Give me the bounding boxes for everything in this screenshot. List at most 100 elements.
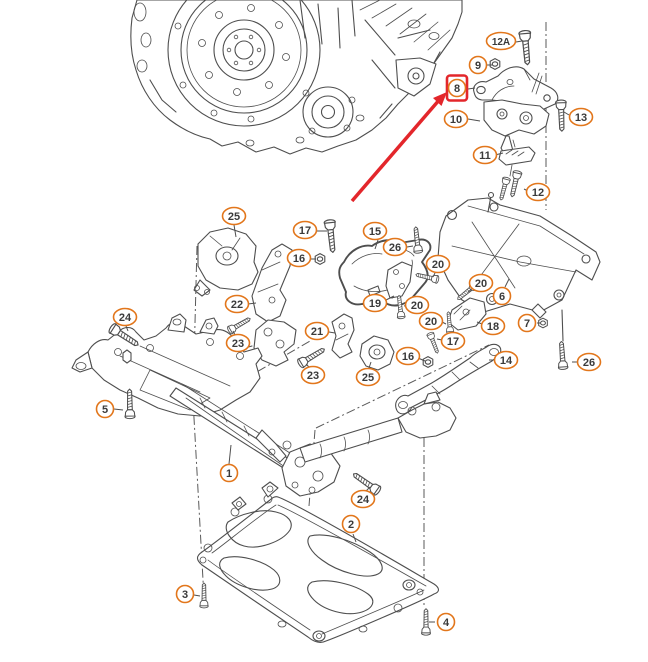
callout-4: 4 <box>429 612 456 632</box>
svg-text:16: 16 <box>402 351 414 363</box>
engine-transmission-drawing <box>130 0 463 155</box>
svg-text:24: 24 <box>119 312 132 324</box>
svg-text:13: 13 <box>575 112 587 124</box>
bolt-17-upper <box>323 218 339 254</box>
callout-20: 20 <box>425 254 451 278</box>
flywheel-bolt-holes <box>174 4 290 123</box>
underbody-plate <box>196 481 440 643</box>
callout-13: 13 <box>563 107 594 127</box>
bolt-3 <box>199 582 209 609</box>
engine-mount-right <box>359 335 395 371</box>
callout-12: 12 <box>523 182 551 202</box>
svg-text:23: 23 <box>232 338 244 350</box>
svg-text:7: 7 <box>524 318 530 330</box>
callout-14: 14 <box>489 350 519 370</box>
bolt-17-lower <box>425 331 442 355</box>
callout-20: 20 <box>467 273 494 293</box>
bolt-23-right <box>295 344 328 370</box>
bolt-12a <box>518 29 534 66</box>
callout-16: 16 <box>286 248 316 268</box>
svg-text:17: 17 <box>299 225 311 237</box>
svg-text:18: 18 <box>487 321 499 333</box>
callout-12A: 12A <box>485 31 523 51</box>
callout-26: 26 <box>382 237 414 257</box>
svg-text:12: 12 <box>532 187 544 199</box>
callout-7: 7 <box>517 313 541 333</box>
svg-text:5: 5 <box>102 404 108 416</box>
bracket-19 <box>385 261 413 299</box>
callout-25: 25 <box>221 206 247 238</box>
svg-text:14: 14 <box>500 355 513 367</box>
callout-24: 24 <box>350 486 376 509</box>
svg-text:20: 20 <box>425 316 437 328</box>
svg-text:26: 26 <box>583 357 595 369</box>
callout-19: 19 <box>362 293 395 313</box>
callout-3: 3 <box>175 584 201 604</box>
callout-2: 2 <box>341 514 361 543</box>
callout-20: 20 <box>418 311 447 331</box>
callout-23: 23 <box>225 330 251 353</box>
callout-10: 10 <box>443 109 481 129</box>
callout-6: 6 <box>492 278 512 306</box>
callout-26: 26 <box>572 352 602 372</box>
callout-25: 25 <box>355 361 381 387</box>
svg-text:11: 11 <box>479 150 491 162</box>
svg-text:23: 23 <box>307 370 319 382</box>
pendulum-support <box>395 343 502 415</box>
bolt-13 <box>554 99 568 132</box>
callout-24: 24 <box>112 307 138 332</box>
engine-mount-left <box>193 227 259 297</box>
svg-text:24: 24 <box>357 494 370 506</box>
svg-text:19: 19 <box>369 298 381 310</box>
callout-18: 18 <box>476 316 506 336</box>
svg-text:9: 9 <box>475 60 481 72</box>
callout-11: 11 <box>472 145 504 165</box>
svg-text:3: 3 <box>182 589 188 601</box>
engine-mount-upper-bracket <box>473 66 559 111</box>
bracket-18 <box>447 297 487 331</box>
svg-text:2: 2 <box>348 519 354 531</box>
svg-text:6: 6 <box>499 291 505 303</box>
highlight-arrow <box>350 92 447 203</box>
callout-17: 17 <box>292 220 327 240</box>
callout-21: 21 <box>304 321 336 341</box>
svg-text:20: 20 <box>411 300 423 312</box>
bolt-12-left <box>507 169 523 199</box>
callout-1: 1 <box>219 444 239 483</box>
svg-text:25: 25 <box>228 211 240 223</box>
callout-17: 17 <box>436 331 466 351</box>
svg-text:20: 20 <box>432 259 444 271</box>
svg-text:21: 21 <box>311 326 323 338</box>
svg-text:16: 16 <box>293 253 305 265</box>
highlight-box <box>445 74 469 102</box>
svg-text:22: 22 <box>231 299 243 311</box>
bracket-22 <box>251 243 293 323</box>
subframe <box>71 313 457 497</box>
svg-text:15: 15 <box>369 226 381 238</box>
bolt-12-right <box>496 176 512 202</box>
svg-text:8: 8 <box>454 83 460 95</box>
mount-stop-plate <box>498 139 536 177</box>
svg-text:26: 26 <box>389 242 401 254</box>
bracket-21 <box>331 313 355 359</box>
callout-8: 8 <box>445 74 476 102</box>
nut-9 <box>489 58 501 70</box>
svg-text:4: 4 <box>443 617 450 629</box>
svg-text:25: 25 <box>362 372 374 384</box>
callout-16: 16 <box>395 346 426 366</box>
bolt-26-lower <box>556 340 569 371</box>
nut-16-upper <box>314 253 326 265</box>
callout-15: 15 <box>362 221 388 250</box>
callout-20: 20 <box>403 295 430 315</box>
callout-23: 23 <box>300 363 326 385</box>
svg-text:12A: 12A <box>492 37 510 48</box>
svg-text:10: 10 <box>450 114 462 126</box>
callout-22: 22 <box>224 294 257 314</box>
nut-16-lower <box>422 356 434 368</box>
bolt-23-left <box>226 314 253 336</box>
svg-text:1: 1 <box>226 468 232 480</box>
callout-9: 9 <box>468 55 493 75</box>
